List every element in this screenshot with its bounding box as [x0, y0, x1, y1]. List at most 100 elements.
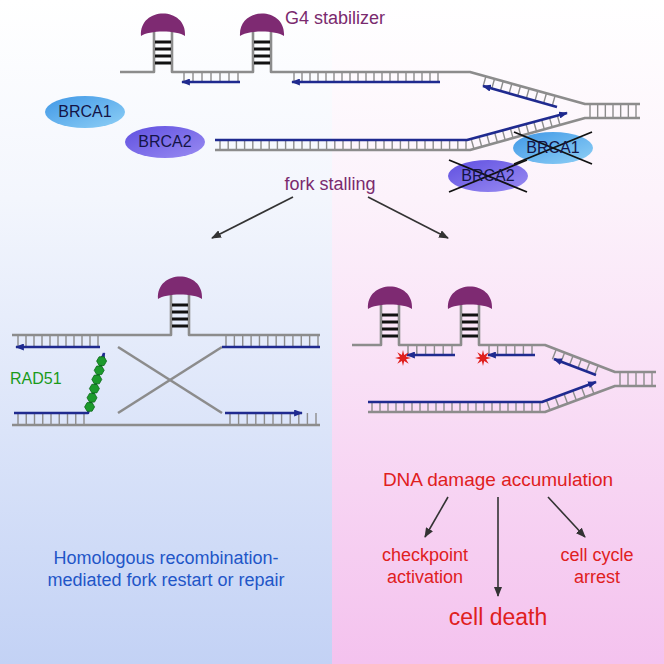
g4-stabilizer [141, 14, 185, 37]
parental-strand [352, 296, 656, 372]
base-pair [210, 72, 211, 82]
g-quartet [155, 55, 171, 58]
base-pair [318, 140, 319, 150]
flow-arrow [368, 197, 448, 238]
g4-label: G4 stabilizer [285, 8, 385, 30]
base-pair [351, 140, 352, 150]
g-quartet [254, 62, 270, 65]
base-pair [227, 140, 228, 150]
base-pair [67, 413, 68, 425]
base-pair [242, 335, 243, 347]
holliday-junction [118, 347, 222, 413]
base-pair [260, 140, 261, 150]
base-pair [449, 140, 450, 150]
base-pair [326, 140, 327, 150]
base-pair [192, 72, 193, 82]
base-pair [483, 402, 484, 412]
base-pair [421, 72, 422, 82]
base-pair [427, 402, 428, 412]
base-pair [373, 72, 374, 82]
base-pair [434, 345, 435, 355]
base-pair [219, 140, 220, 150]
base-pair [225, 335, 226, 347]
base-pair [564, 394, 568, 403]
rad51-bead [85, 403, 95, 412]
base-pair [333, 72, 334, 82]
base-pair [443, 345, 444, 355]
base-pair [526, 124, 529, 134]
g-quartet [172, 325, 188, 328]
cross-out [449, 160, 527, 192]
base-pair [495, 133, 498, 143]
flow-arrow [497, 497, 499, 596]
base-pair [612, 104, 613, 118]
rad51-bead [89, 384, 99, 393]
base-pair [371, 402, 372, 412]
base-pair [57, 335, 58, 347]
base-pair [443, 402, 444, 412]
g-quartet [462, 314, 478, 317]
base-pair [307, 413, 308, 425]
base-pair [628, 104, 629, 118]
holliday-junction [118, 347, 222, 413]
node-texts: BRCA1 [526, 139, 579, 157]
base-pair [620, 104, 621, 118]
nascent-strand [215, 113, 567, 140]
rad51-bead [94, 366, 104, 375]
base-pair [301, 335, 302, 347]
protein-name: BRCA2 [138, 133, 191, 151]
base-pair [451, 402, 452, 412]
base-pair [219, 72, 220, 82]
base-pair [651, 372, 652, 386]
base-pair [387, 402, 388, 412]
base-pair [309, 335, 310, 347]
base-pair [425, 345, 426, 355]
g-quartet [382, 321, 398, 324]
base-pair [83, 413, 84, 425]
base-pair [244, 140, 245, 150]
base-pair [488, 345, 489, 355]
base-pair [317, 72, 318, 82]
flow-arrow [548, 497, 585, 537]
node-texts: BRCA2 [138, 133, 191, 151]
base-pair [50, 413, 51, 425]
base-pair [437, 72, 438, 82]
base-pair [228, 72, 229, 82]
base-pair [383, 140, 384, 150]
node-texts: BRCA2 [461, 167, 514, 185]
outcome-label: cell death [449, 603, 547, 631]
base-pair [73, 335, 74, 347]
base-pair [229, 413, 230, 425]
g-quartet [172, 304, 188, 307]
base-pair [267, 335, 268, 347]
base-pair [506, 345, 507, 355]
nascent-strand [16, 346, 100, 349]
base-pair [475, 402, 476, 412]
base-pair [515, 402, 516, 412]
base-pair [334, 140, 335, 150]
base-pair [526, 89, 529, 99]
base-pair [359, 140, 360, 150]
base-pair [395, 402, 396, 412]
base-pair [389, 72, 390, 82]
base-pair [507, 402, 508, 412]
base-pair [292, 335, 293, 347]
base-pair [234, 335, 235, 347]
base-pair [272, 413, 273, 425]
base-pair [285, 140, 286, 150]
base-pair [309, 72, 310, 82]
base-pair [392, 140, 393, 150]
base-pair [310, 140, 311, 150]
base-pair [281, 413, 282, 425]
g-quartet [254, 48, 270, 51]
base-pair [411, 402, 412, 412]
base-pair [317, 335, 318, 347]
g-quartet [155, 62, 171, 65]
base-pair [59, 413, 60, 425]
nascent-strand [554, 359, 596, 375]
base-pair [26, 413, 27, 425]
base-pair [25, 335, 26, 347]
base-pair [349, 72, 350, 82]
base-pair [357, 72, 358, 82]
base-pair [315, 413, 316, 425]
